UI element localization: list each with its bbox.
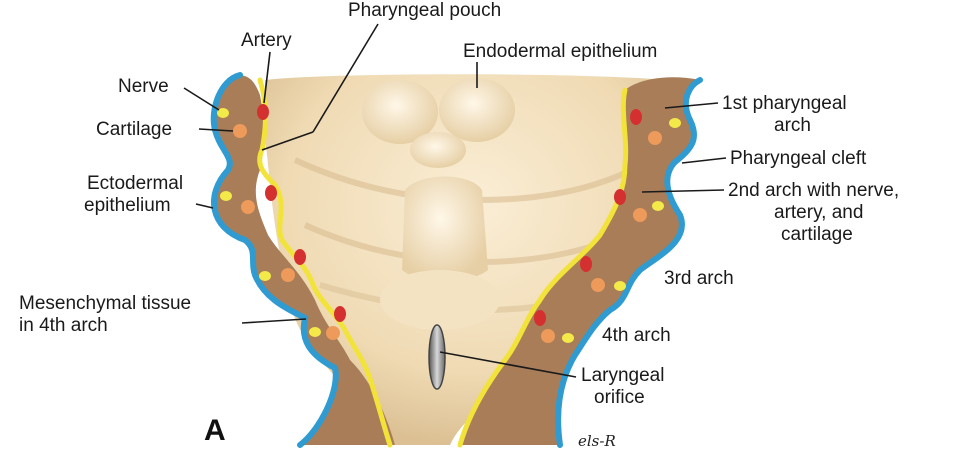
label-second-arch-line1: 2nd arch with nerve, [728, 180, 899, 201]
artery-dot [534, 310, 546, 326]
nerve-dot [309, 327, 321, 337]
label-second-arch-line2: artery, and [774, 202, 863, 223]
tuberculum-impar [410, 132, 466, 168]
panel-letter: A [204, 414, 226, 447]
leader-nerve [183, 87, 220, 111]
label-laryngeal-line1: Laryngeal [581, 365, 664, 386]
label-artery: Artery [241, 30, 292, 51]
label-ectodermal-line2: epithelium [84, 195, 171, 216]
nerve-dot [220, 191, 232, 201]
artery-dot [294, 249, 306, 265]
nerve-dot [652, 201, 664, 211]
cartilage-dot [281, 268, 295, 282]
label-first-arch-line2: arch [774, 115, 811, 136]
laryngeal-orifice-shape [428, 324, 446, 390]
right-ectoderm [555, 77, 703, 448]
right-arches-mesenchyme [460, 77, 700, 446]
leader-second-arch [641, 189, 725, 193]
label-endodermal-epithelium: Endodermal epithelium [463, 41, 657, 62]
artery-dot [257, 104, 269, 120]
label-ectodermal-line1: Ectodermal [87, 173, 183, 194]
left-ectoderm [210, 72, 339, 448]
label-cartilage: Cartilage [96, 119, 172, 140]
lateral-lingual-swelling [439, 78, 515, 142]
leader-ectodermal-epithelium [195, 203, 214, 209]
label-fourth-arch: 4th arch [602, 325, 671, 346]
label-mesenchymal-line1: Mesenchymal tissue [19, 293, 191, 314]
cartilage-dot [326, 326, 340, 340]
artery-dot [630, 109, 642, 125]
cartilage-dot [648, 131, 662, 145]
leader-pharyngeal-pouch [312, 23, 379, 133]
label-laryngeal-line2: orifice [594, 387, 645, 408]
leader-first-arch [664, 102, 719, 109]
cartilage-dot [241, 200, 255, 214]
nerve-dot [217, 108, 229, 118]
artist-signature: els-R [578, 432, 616, 450]
leader-mesenchymal [241, 318, 307, 324]
epiglottal-swelling [380, 270, 500, 330]
left-endoderm [257, 77, 393, 448]
artery-dot [334, 306, 346, 322]
cartilage-dot [633, 208, 647, 222]
nerve-dot [562, 333, 574, 343]
nerve-dot [669, 118, 681, 128]
label-pharyngeal-cleft: Pharyngeal cleft [730, 148, 867, 169]
artery-dot [580, 256, 592, 272]
label-third-arch: 3rd arch [664, 268, 734, 289]
label-nerve: Nerve [118, 76, 169, 97]
label-second-arch-line3: cartilage [781, 224, 853, 245]
leader-cartilage [198, 128, 234, 132]
leader-pharyngeal-cleft [681, 157, 727, 164]
leader-laryngeal-orifice [439, 351, 577, 378]
label-first-arch-line1: 1st pharyngeal [722, 93, 847, 114]
nerve-dot [259, 271, 271, 281]
label-pharyngeal-pouch: Pharyngeal pouch [348, 0, 501, 21]
leader-artery [263, 51, 271, 104]
leader-pharyngeal-pouch-2 [261, 131, 314, 151]
right-endoderm [457, 87, 629, 448]
cartilage-dot [591, 278, 605, 292]
cartilage-dot [233, 124, 247, 138]
cartilage-dot [541, 329, 555, 343]
artery-dot [614, 189, 626, 205]
artery-dot [265, 185, 277, 201]
copula [402, 176, 488, 282]
label-mesenchymal-line2: in 4th arch [19, 315, 108, 336]
lateral-lingual-swelling [362, 80, 438, 144]
nerve-dot [614, 281, 626, 291]
